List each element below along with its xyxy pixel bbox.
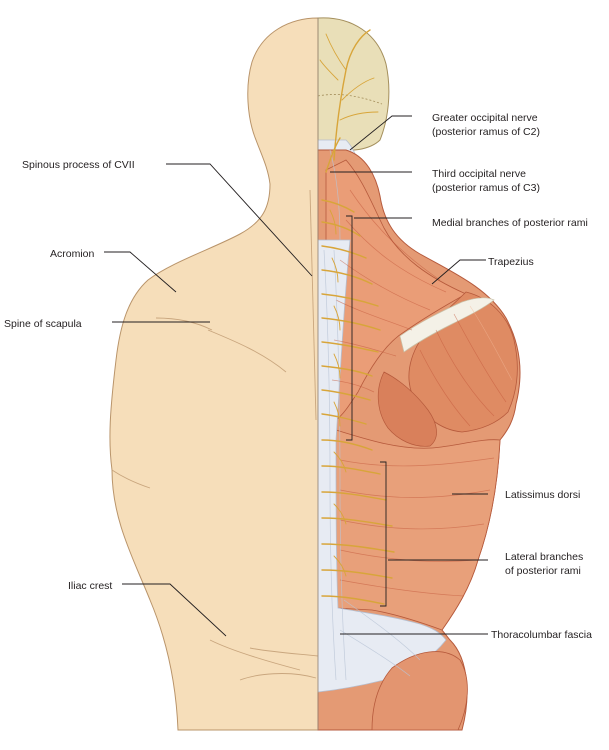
label-lateral-branches-2: of posterior rami bbox=[505, 565, 581, 577]
buttock-line bbox=[209, 639, 301, 671]
labels: Greater occipital nerve (posterior ramus… bbox=[4, 112, 592, 641]
label-greater-occipital-2: (posterior ramus of C2) bbox=[432, 126, 540, 138]
leader-spinous-process bbox=[166, 163, 313, 277]
label-acromion: Acromion bbox=[50, 248, 95, 260]
teres-muscles bbox=[377, 371, 437, 447]
leader-iliac-crest bbox=[122, 583, 227, 637]
leader-acromion bbox=[104, 251, 177, 293]
gluteal-muscle bbox=[371, 651, 468, 731]
label-lateral-branches-1: Lateral branches bbox=[505, 551, 583, 563]
label-thoracolumbar-fascia: Thoracolumbar fascia bbox=[491, 629, 592, 641]
label-iliac-crest: Iliac crest bbox=[68, 580, 112, 592]
iliac-curve bbox=[249, 647, 319, 657]
label-latissimus: Latissimus dorsi bbox=[505, 489, 580, 501]
spine-groove bbox=[309, 189, 317, 421]
waist-line bbox=[111, 469, 151, 489]
scapula-spine-line bbox=[155, 317, 213, 331]
skull-suture bbox=[317, 94, 383, 105]
acromion-tendon bbox=[399, 297, 495, 353]
occipital-nerves bbox=[319, 29, 379, 173]
surface-body-left bbox=[109, 17, 319, 731]
scapula-border-line bbox=[207, 329, 287, 373]
medial-branches-bracket bbox=[346, 215, 353, 441]
label-spine-scapula: Spine of scapula bbox=[4, 318, 82, 330]
label-medial-branches: Medial branches of posterior rami bbox=[432, 217, 588, 229]
dissection-body-right bbox=[317, 17, 521, 731]
skull bbox=[317, 17, 390, 152]
label-spinous-process: Spinous process of CVII bbox=[22, 159, 135, 171]
leader-trapezius bbox=[431, 259, 486, 285]
label-greater-occipital-1: Greater occipital nerve bbox=[432, 112, 538, 124]
lateral-branches-bracket bbox=[380, 461, 387, 607]
deltoid-fibers bbox=[419, 305, 513, 427]
trapezius-fibers bbox=[331, 189, 447, 393]
skin-left-half bbox=[109, 17, 319, 731]
fascia-lines bbox=[323, 149, 421, 681]
label-third-occipital-2: (posterior ramus of C3) bbox=[432, 182, 540, 194]
leader-greater-occipital bbox=[349, 115, 412, 151]
leader-lines bbox=[104, 115, 488, 637]
latissimus-dorsi-muscle bbox=[335, 429, 501, 631]
label-trapezius: Trapezius bbox=[488, 256, 534, 268]
gluteal-curve bbox=[239, 673, 317, 681]
label-third-occipital-1: Third occipital nerve bbox=[432, 168, 526, 180]
